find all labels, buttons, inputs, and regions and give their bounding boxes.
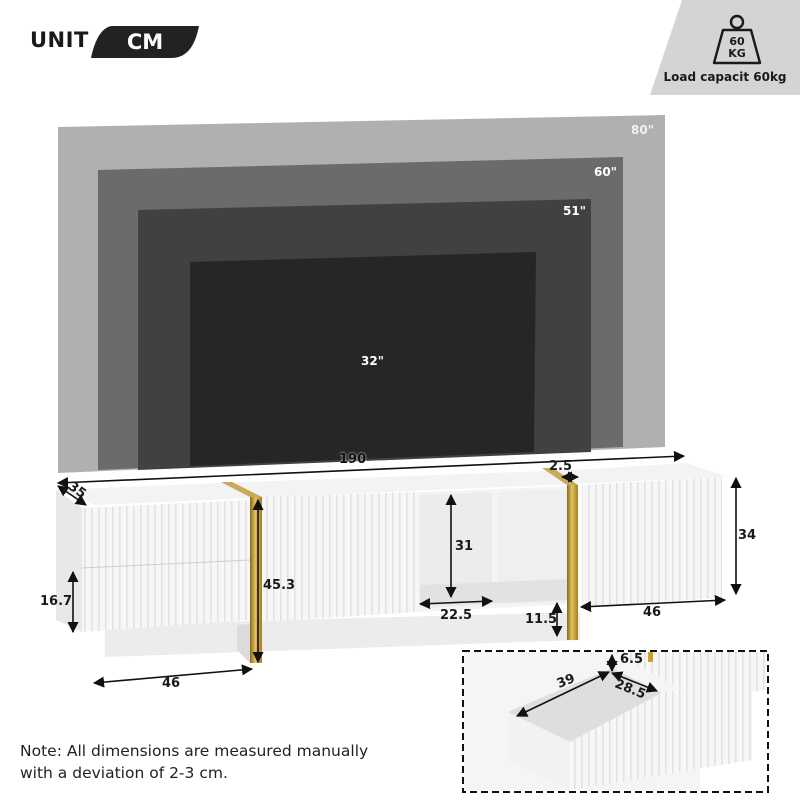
- load-capacity-badge: 60 KG Load capacit 60kg: [650, 0, 800, 95]
- unit-value: CM: [126, 30, 164, 54]
- tv-32-inch: [190, 252, 536, 466]
- dim-total-width: 190: [339, 452, 367, 467]
- kettlebell-weight-icon: [712, 14, 762, 65]
- tv-label-32: 32": [361, 354, 384, 368]
- note-line-2: with a deviation of 2-3 cm.: [20, 764, 228, 782]
- unit-pill-shape: [91, 26, 199, 58]
- unit-label: UNIT: [30, 28, 89, 52]
- dim-shelf-height: 31: [455, 539, 474, 554]
- tv-label-60: 60": [594, 165, 617, 179]
- note-line-1: Note: All dimensions are measured manual…: [20, 742, 369, 760]
- weight-unit: KG: [728, 47, 746, 60]
- tv-label-51: 51": [563, 204, 586, 218]
- tv-label-80: 80": [631, 123, 654, 137]
- dim-total-height: 45.3: [263, 578, 296, 593]
- weight-value: 60: [729, 35, 745, 48]
- dim-left-base-width: 46: [162, 676, 181, 691]
- unit-badge: CM: [91, 26, 199, 58]
- dim-right-cabinet-width: 46: [643, 605, 662, 620]
- dim-shelf-width: 22.5: [440, 608, 473, 623]
- tv-stand: [56, 463, 728, 663]
- dim-drawer-height: 16.7: [40, 594, 73, 609]
- tv-size-comparison: [58, 115, 665, 473]
- dimension-lines: [56, 450, 742, 688]
- dim-gold-trim: 2.5: [549, 459, 573, 474]
- weight-icon-text: 60 KG: [713, 36, 761, 60]
- dim-cabinet-height: 34: [738, 528, 757, 543]
- measurement-note: Note: All dimensions are measured manual…: [20, 740, 420, 784]
- load-badge-background: [650, 0, 800, 95]
- dim-leg-clearance: 11.5: [525, 612, 558, 627]
- dim-drawer-depth: 6.5: [620, 652, 644, 667]
- load-capacity-caption: Load capacit 60kg: [663, 70, 787, 84]
- drawer-detail-inset: [462, 650, 769, 793]
